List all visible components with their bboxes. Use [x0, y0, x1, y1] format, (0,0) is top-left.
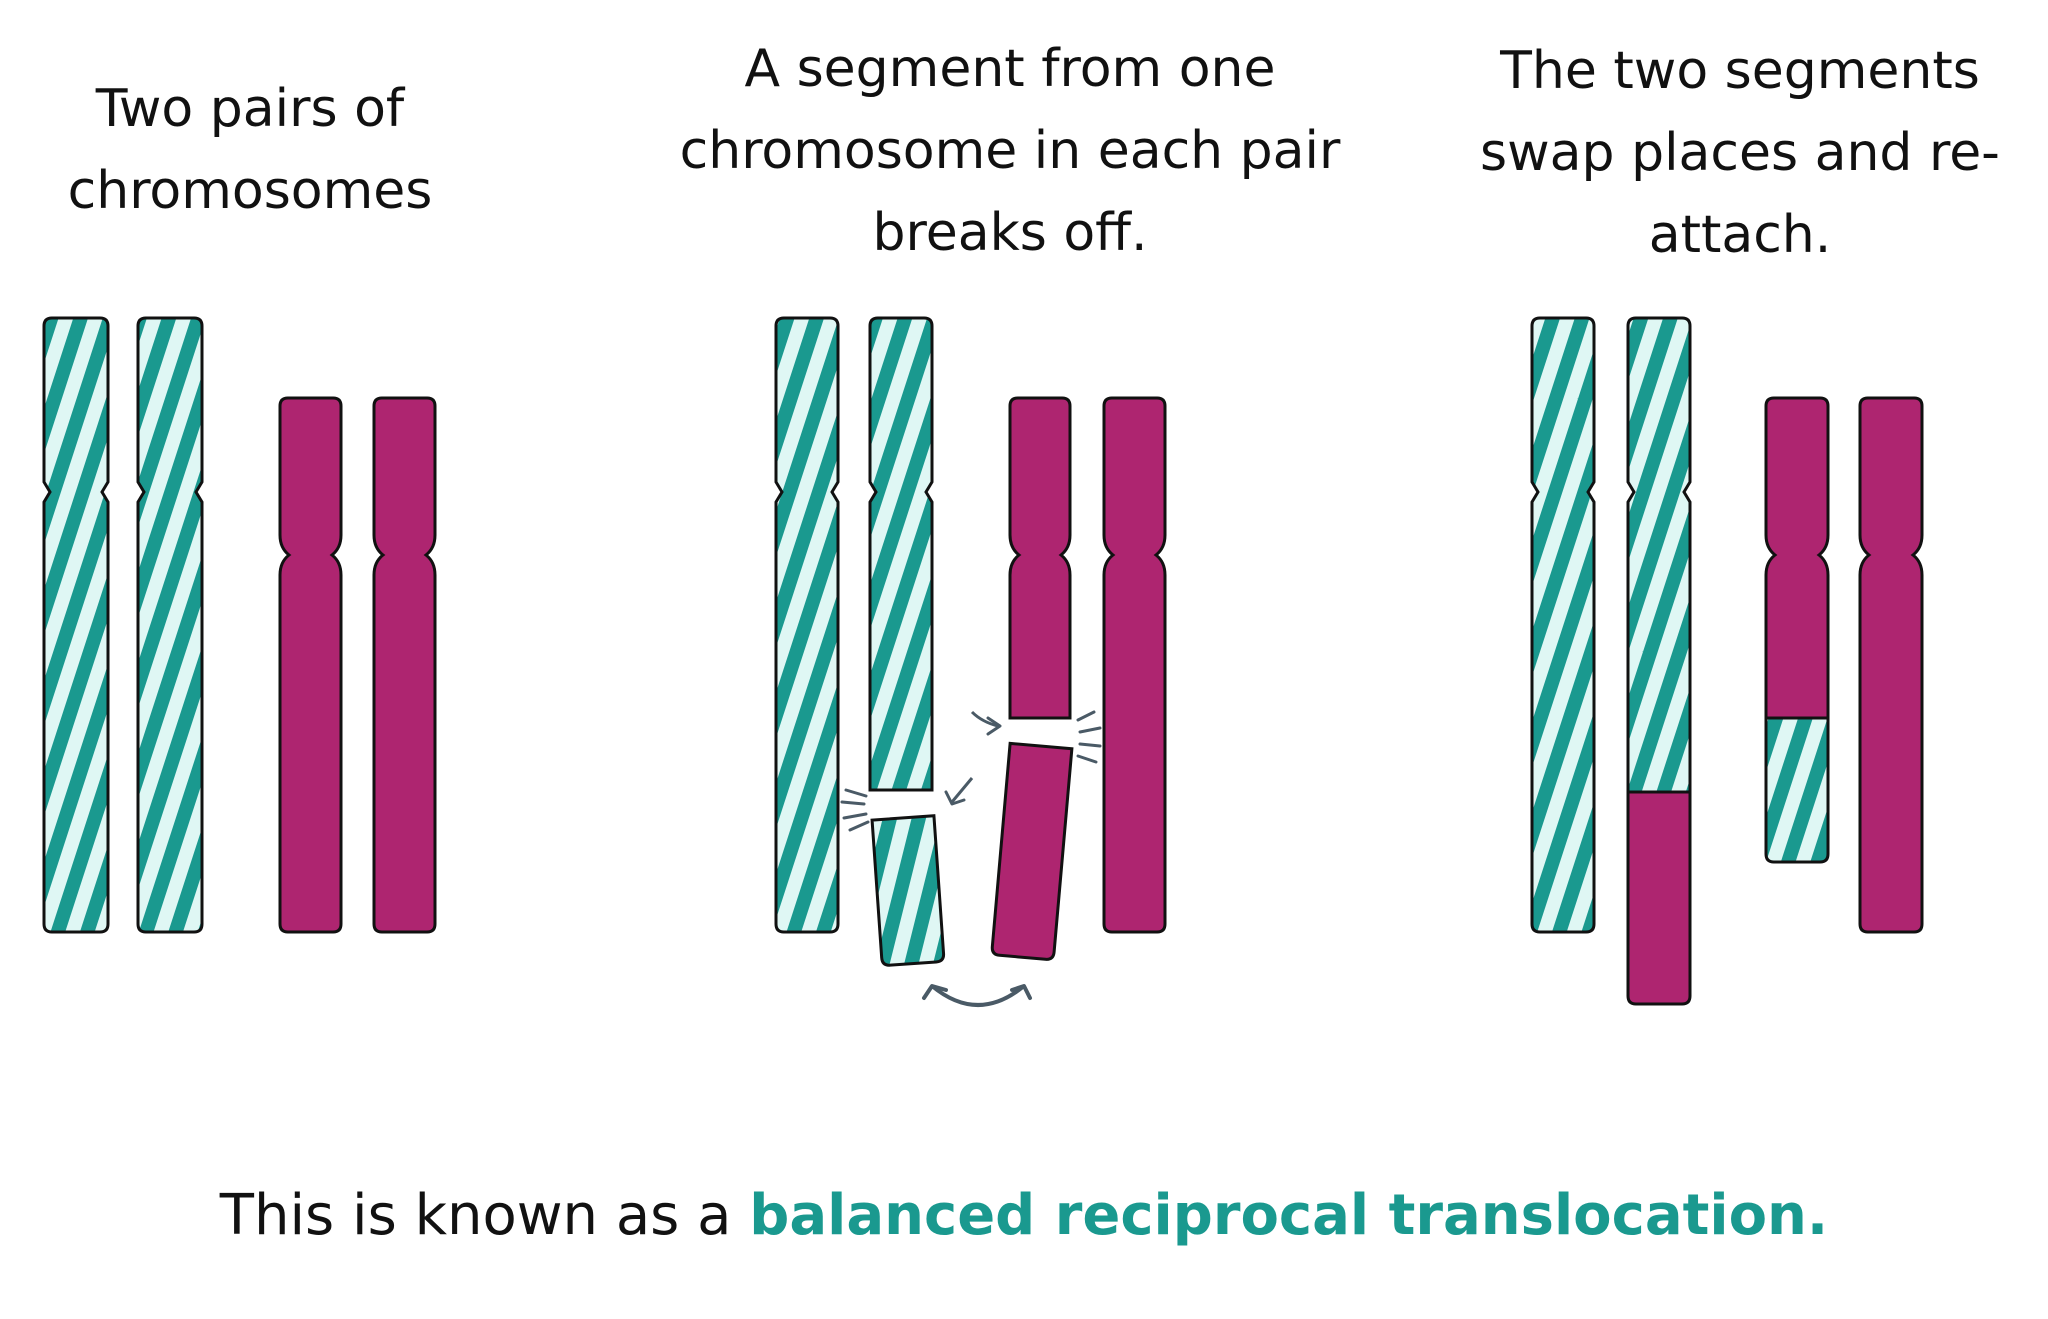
magenta-broken-segment — [990, 741, 1074, 961]
magenta-chromosome-2 — [372, 396, 437, 934]
magenta-derivative-chromosome — [1764, 396, 1830, 864]
teal-break-gap — [866, 792, 938, 816]
curved-arrow-to-magenta-break — [970, 710, 999, 728]
footer-prefix: This is known as a — [219, 1183, 750, 1248]
footer-caption: This is known as a balanced reciprocal t… — [0, 1176, 2048, 1256]
panel1-chromosomes — [42, 316, 437, 934]
magenta-chromosome-1 — [278, 396, 343, 934]
curved-arrow-to-teal-break — [950, 777, 974, 803]
step1-caption: Two pairs of chromosomes — [67, 79, 433, 221]
magenta-chromosome-intact — [1102, 396, 1167, 934]
swap-arrow — [930, 984, 1026, 1007]
teal-chromosome-normal — [1530, 316, 1596, 934]
teal-break-marks — [840, 788, 870, 832]
teal-derivative-chromosome — [1626, 316, 1692, 1006]
footer-highlight: balanced reciprocal translocation. — [749, 1183, 1829, 1248]
step2-caption: A segment from one chromosome in each pa… — [679, 39, 1341, 263]
teal-chromosome-2 — [136, 316, 204, 934]
magenta-chromosome-upper-part — [1008, 396, 1072, 720]
teal-chromosome-1 — [42, 316, 110, 934]
panel2-chromosomes — [774, 316, 1167, 1007]
teal-chromosome-intact — [774, 316, 840, 934]
magenta-break-marks — [1076, 710, 1102, 764]
teal-chromosome-upper-part — [868, 316, 934, 792]
panel3-chromosomes — [1530, 316, 1924, 1006]
step3-caption: The two segments swap places and re- att… — [1480, 41, 2000, 265]
teal-broken-segment — [870, 814, 946, 967]
magenta-break-gap — [1004, 720, 1076, 746]
magenta-chromosome-normal — [1858, 396, 1924, 934]
